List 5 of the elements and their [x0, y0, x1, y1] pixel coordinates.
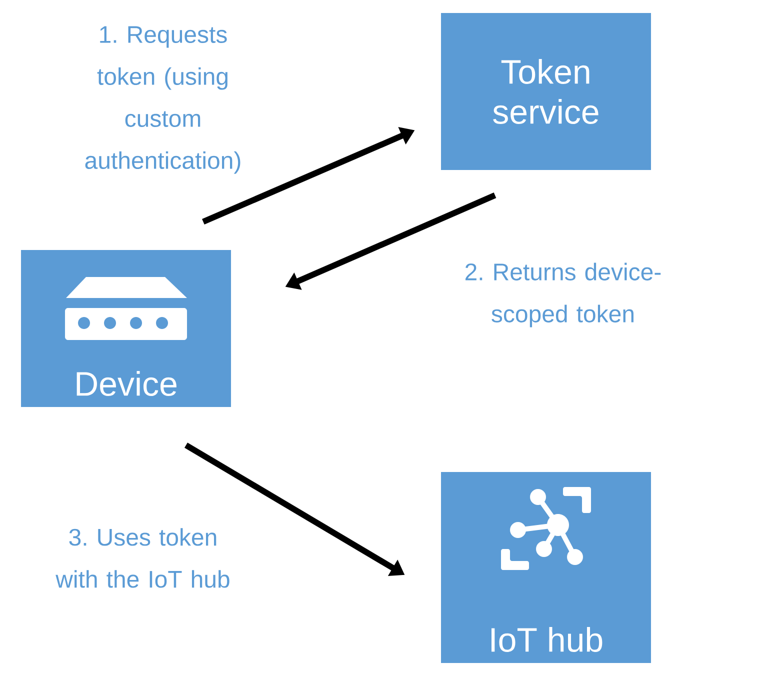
edge-label: 3. Uses token with the IoT hub [56, 528, 230, 588]
edge-label: 2. Returns device-scoped token [466, 262, 661, 328]
service-box: Token service [441, 13, 651, 170]
service-box: IoT hub [441, 472, 651, 663]
edge-label: 1. Requests token (using custom authentication) [85, 26, 240, 174]
